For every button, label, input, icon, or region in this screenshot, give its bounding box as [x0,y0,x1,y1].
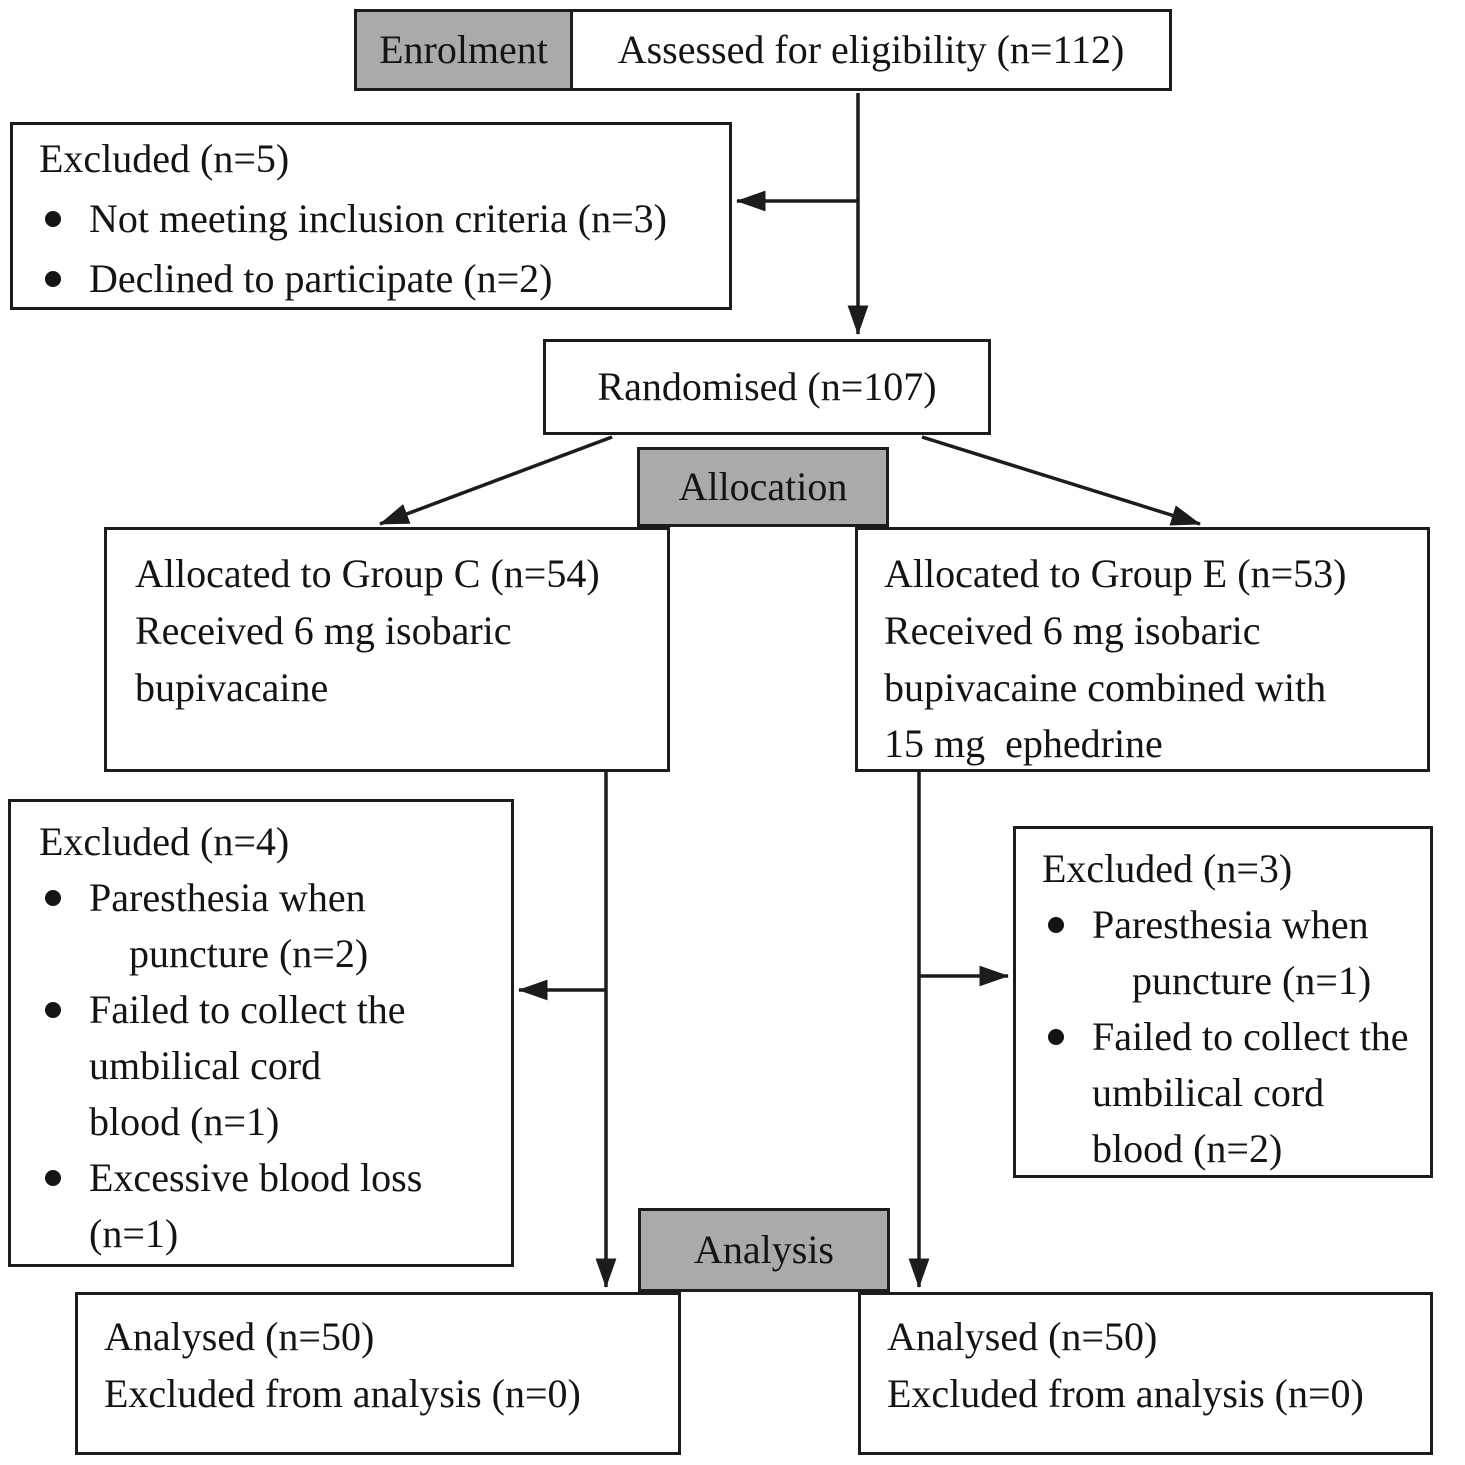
analysed-group-c-box: Analysed (n=50) Excluded from analysis (… [75,1292,681,1455]
randomised-box: Randomised (n=107) [543,339,991,435]
bullet-dot [1048,1029,1064,1045]
randomised-label: Randomised (n=107) [597,363,937,409]
excluded-group-e-reason: Paresthesia when puncture (n=1) [1092,902,1372,1003]
group-c-allocation-box: Allocated to Group C (n=54) Received 6 m… [104,527,670,772]
allocation-header: Allocation [637,447,889,527]
excluded-group-e-item: Failed to collect the umbilical cord blo… [1042,1009,1422,1177]
bullet-dot [45,890,61,906]
excluded-group-c-item: Paresthesia when puncture (n=2) [39,870,501,982]
enrolment-header: Enrolment [354,9,573,91]
bullet-dot [1048,917,1064,933]
excluded-group-c-item: Excessive blood loss (n=1) [39,1150,501,1262]
excluded-group-c-reason: Excessive blood loss (n=1) [89,1155,423,1256]
bullet-dot [45,211,61,227]
bullet-dot [45,1170,61,1186]
excluded-group-e-box: Excluded (n=3) Paresthesia when puncture… [1013,826,1433,1178]
allocation-header-label: Allocation [678,463,848,509]
excluded-group-e-title: Excluded (n=3) [1042,846,1293,891]
bullet-dot [45,271,61,287]
excluded-group-c-box: Excluded (n=4) Paresthesia when puncture… [8,799,514,1267]
excluded-group-c-title: Excluded (n=4) [39,819,290,864]
excluded-enrolment-box: Excluded (n=5) Not meeting inclusion cri… [10,122,732,310]
excluded-group-c-item: Failed to collect the umbilical cord blo… [39,982,501,1150]
excluded-group-e-reason: Failed to collect the umbilical cord blo… [1092,1014,1409,1171]
group-e-allocation-box: Allocated to Group E (n=53) Received 6 m… [855,527,1430,772]
excluded-enrolment-reason: Declined to participate (n=2) [89,256,553,301]
excluded-group-c-reason: Paresthesia when puncture (n=2) [89,875,369,976]
bullet-dot [45,1002,61,1018]
enrolment-header-label: Enrolment [379,26,548,72]
assessed-box: Assessed for eligibility (n=112) [570,9,1172,91]
excluded-group-e-item: Paresthesia when puncture (n=1) [1042,897,1422,1009]
excluded-group-c-reason: Failed to collect the umbilical cord blo… [89,987,406,1144]
excluded-enrolment-title: Excluded (n=5) [39,136,290,181]
analysis-header: Analysis [638,1208,890,1292]
excluded-enrolment-item: Not meeting inclusion criteria (n=3) [39,189,715,249]
assessed-label: Assessed for eligibility (n=112) [617,26,1125,72]
excluded-enrolment-reason: Not meeting inclusion criteria (n=3) [89,196,667,241]
analysed-group-e-box: Analysed (n=50) Excluded from analysis (… [858,1292,1433,1455]
excluded-enrolment-item: Declined to participate (n=2) [39,249,715,309]
analysis-header-label: Analysis [694,1226,834,1272]
